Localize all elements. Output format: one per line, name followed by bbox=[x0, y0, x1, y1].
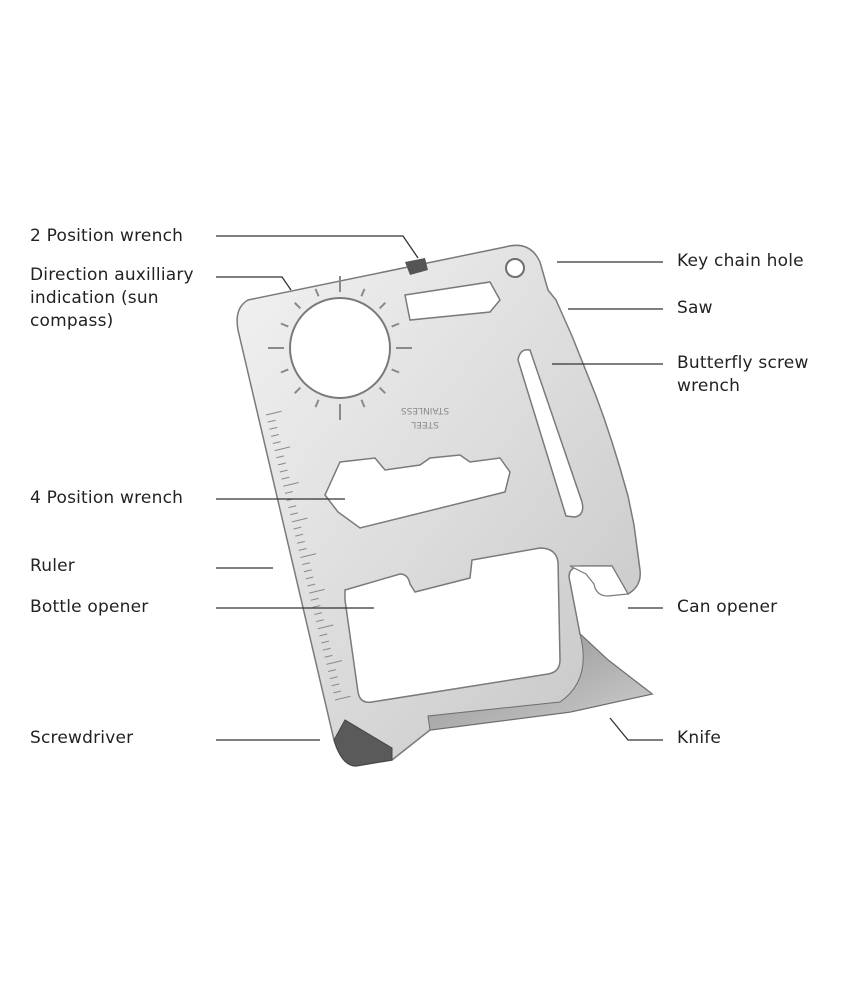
leader-lines bbox=[216, 235, 663, 741]
ruler-tick bbox=[327, 669, 336, 672]
ruler-tick bbox=[284, 491, 293, 494]
label-ruler: Ruler bbox=[30, 556, 75, 576]
ruler-tick bbox=[272, 441, 281, 444]
ruler-tick bbox=[295, 533, 304, 537]
ruler-tick bbox=[293, 526, 302, 530]
ruler-tick bbox=[303, 569, 312, 573]
label-knife: Knife bbox=[677, 728, 722, 748]
label-bottle-opener: Bottle opener bbox=[30, 597, 149, 617]
label-butterfly-screw-wrench: Butterfly screw wrench bbox=[677, 353, 809, 396]
label-four-position-wrench: 4 Position wrench bbox=[30, 488, 184, 508]
compass-ray bbox=[314, 399, 320, 408]
compass-ray bbox=[378, 386, 386, 394]
label-can-opener: Can opener bbox=[677, 597, 778, 617]
ruler-tick bbox=[269, 426, 278, 430]
key-chain-hole bbox=[505, 258, 525, 278]
small-wrench-slot bbox=[404, 281, 501, 321]
ruler-tick bbox=[333, 690, 342, 694]
ruler-tick bbox=[329, 676, 338, 680]
engraving-line-2: STEEL bbox=[411, 419, 439, 429]
compass-ray bbox=[294, 386, 302, 394]
ruler-tick bbox=[315, 619, 324, 623]
label-saw: Saw bbox=[677, 298, 713, 318]
leader-two-position-wrench bbox=[216, 235, 419, 259]
ruler-tick bbox=[305, 576, 314, 580]
compass-ray bbox=[360, 288, 366, 297]
ruler-tick bbox=[291, 517, 308, 523]
ruler-tick bbox=[271, 434, 280, 437]
ruler-tick bbox=[309, 588, 325, 594]
four-position-wrench-hole bbox=[324, 454, 511, 529]
ruler-tick bbox=[283, 481, 299, 487]
ruler-tick bbox=[290, 512, 299, 516]
compass-rays bbox=[268, 276, 412, 420]
compass-ray bbox=[294, 302, 302, 310]
ruler-tick bbox=[274, 446, 291, 452]
compass-hole bbox=[289, 297, 391, 399]
ruler-tick bbox=[310, 597, 319, 601]
label-direction-indication: Direction auxilliary indication (sun com… bbox=[30, 265, 194, 331]
label-two-position-wrench: 2 Position wrench bbox=[30, 226, 184, 246]
ruler-tick bbox=[300, 553, 317, 558]
leader-direction-indication bbox=[216, 276, 292, 291]
compass-ray bbox=[360, 399, 366, 408]
ruler-tick bbox=[319, 633, 328, 637]
ruler-tick bbox=[322, 647, 331, 651]
ruler-tick bbox=[307, 583, 316, 587]
ruler-tick bbox=[281, 476, 290, 480]
ruler-tick bbox=[265, 410, 282, 416]
ruler-tick bbox=[288, 505, 297, 509]
ruler-tick bbox=[314, 612, 323, 615]
leader-knife bbox=[609, 717, 663, 741]
engraving-line-1: STAINLESS bbox=[401, 405, 449, 415]
compass-ray bbox=[280, 322, 289, 328]
compass-ray bbox=[378, 302, 386, 310]
ruler-tick bbox=[298, 548, 307, 551]
compass-ray bbox=[391, 322, 400, 328]
compass-ray bbox=[280, 368, 289, 374]
ruler-tick bbox=[302, 562, 311, 566]
ruler-tick bbox=[317, 624, 334, 630]
compass-ray bbox=[391, 368, 400, 374]
butterfly-screw-slot bbox=[517, 348, 584, 518]
ruler-tick bbox=[324, 654, 333, 658]
bottle-opener-hole bbox=[344, 547, 561, 704]
label-key-chain-hole: Key chain hole bbox=[677, 251, 804, 271]
two-position-wrench-notch bbox=[405, 258, 428, 275]
can-opener-hook bbox=[569, 565, 629, 597]
ruler-tick bbox=[312, 605, 321, 608]
ruler-tick bbox=[321, 640, 330, 644]
ruler-tick bbox=[267, 419, 276, 423]
ruler-tick bbox=[326, 660, 343, 665]
label-screwdriver: Screwdriver bbox=[30, 728, 134, 748]
ruler-tick bbox=[296, 540, 305, 544]
knife-blade bbox=[427, 632, 654, 731]
ruler-tick bbox=[277, 462, 286, 466]
ruler-tick bbox=[334, 695, 351, 701]
ruler-tick bbox=[331, 683, 340, 687]
ruler-tick bbox=[276, 455, 285, 459]
compass-ray bbox=[314, 288, 320, 297]
screwdriver-bevel bbox=[333, 719, 393, 767]
ruler-tick bbox=[279, 469, 288, 473]
